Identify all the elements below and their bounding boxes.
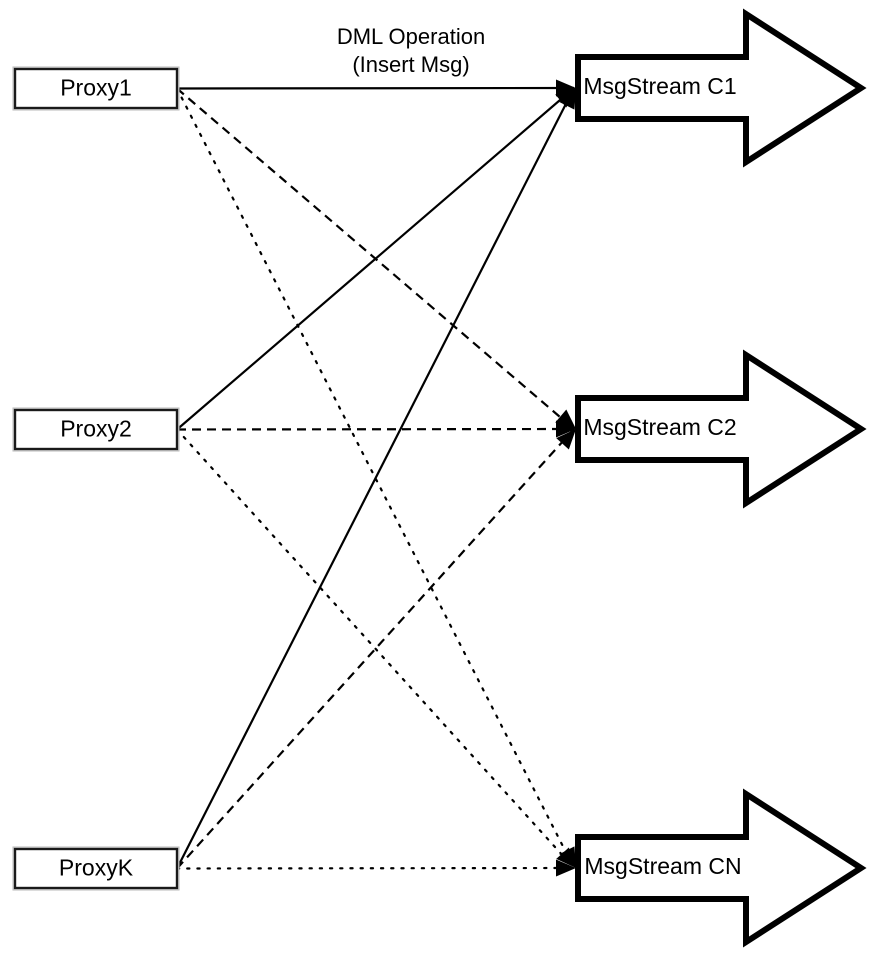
stream-arrow-shape-c2 — [575, 349, 867, 509]
proxy-box-proxy1 — [13, 67, 179, 110]
edge-line-dotted — [175, 87, 576, 870]
edge-line-dotted — [175, 866, 576, 870]
arrowhead-proxyk-cn — [555, 859, 576, 877]
arrowhead-proxy2-c2 — [555, 420, 576, 438]
arrowhead-group-c1 — [555, 79, 576, 110]
arrowhead-group-cn — [555, 846, 576, 877]
stream-label-c1: MsgStream C1 — [583, 73, 736, 99]
edge-proxy2-c2[interactable] — [176, 427, 575, 431]
edge-proxy1-cn[interactable] — [175, 87, 576, 870]
arrowhead-proxy2-cn — [556, 847, 576, 868]
arrowhead-proxyk-c1 — [559, 88, 576, 110]
stream-cn[interactable]: MsgStream CN — [575, 788, 867, 948]
stream-label-cn: MsgStream CN — [584, 853, 741, 879]
proxy-node-proxy2[interactable]: Proxy2 — [12, 407, 180, 452]
annotation-line1-dml-op: DML Operation — [337, 24, 485, 49]
edge-line-solid — [176, 86, 575, 90]
edge-proxyk-c2[interactable] — [176, 428, 575, 870]
arrowheads-layer — [555, 79, 576, 877]
edge-line-solid — [176, 87, 575, 869]
edge-line-dotted — [175, 428, 576, 870]
streams-layer: MsgStream C1 MsgStream C2 MsgStream CN — [575, 8, 867, 948]
stream-arrow-shape-c1 — [575, 8, 867, 168]
annotations-layer: DML Operation (Insert Msg) — [337, 24, 485, 77]
proxy-label-proxyk: ProxyK — [59, 855, 134, 881]
annotation-line2-dml-op: (Insert Msg) — [352, 52, 469, 77]
proxy-label-proxy2: Proxy2 — [60, 416, 132, 442]
arrowhead-proxyk-c2 — [556, 429, 576, 450]
edge-proxy2-c1[interactable] — [176, 87, 575, 431]
proxy-box-proxy2 — [13, 408, 179, 451]
proxy-node-proxy1[interactable]: Proxy1 — [12, 66, 180, 111]
edge-line-solid — [176, 87, 575, 431]
stream-c1[interactable]: MsgStream C1 — [575, 8, 867, 168]
stream-label-c2: MsgStream C2 — [583, 414, 736, 440]
edge-proxy2-cn[interactable] — [175, 428, 576, 870]
edge-line-dashed — [176, 428, 575, 870]
arrowhead-group-c2 — [555, 409, 576, 450]
edge-proxyk-cn[interactable] — [175, 866, 576, 870]
edge-proxy1-c1[interactable] — [176, 86, 575, 90]
arrowhead-proxy1-c2 — [555, 409, 576, 429]
proxy-label-proxy1: Proxy1 — [60, 75, 132, 101]
proxy-node-proxyk[interactable]: ProxyK — [12, 846, 180, 891]
stream-arrow-shape-cn — [575, 788, 867, 948]
edge-proxyk-c1[interactable] — [176, 87, 575, 869]
annotation-dml-op: DML Operation (Insert Msg) — [337, 24, 485, 77]
proxy-box-proxyk — [13, 847, 179, 890]
arrowhead-proxy1-c1 — [555, 79, 576, 97]
stream-c2[interactable]: MsgStream C2 — [575, 349, 867, 509]
edge-line-dashed — [176, 427, 575, 431]
edges-layer — [175, 86, 576, 870]
